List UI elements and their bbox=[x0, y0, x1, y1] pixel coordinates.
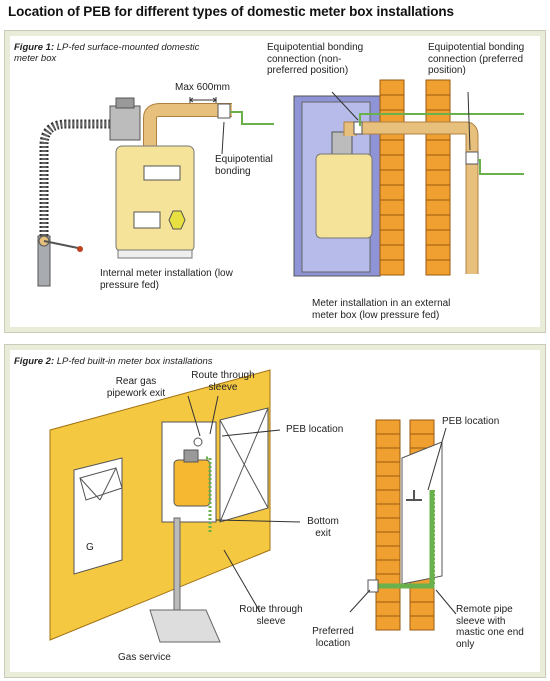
figure-2-caption: Figure 2: LP-fed built-in meter box inst… bbox=[14, 356, 213, 367]
figure-1-panel: Figure 1: LP-fed surface-mounted domesti… bbox=[4, 30, 546, 333]
gas-service-label: Gas service bbox=[118, 652, 171, 663]
figure-2-panel: Figure 2: LP-fed built-in meter box inst… bbox=[4, 344, 546, 678]
built-in-gas-meter bbox=[173, 459, 211, 507]
bonding-clamp bbox=[217, 103, 231, 119]
regulator bbox=[109, 105, 141, 141]
figure-1-canvas: Figure 1: LP-fed surface-mounted domesti… bbox=[10, 36, 540, 327]
peb-location-right-label: PEB location bbox=[442, 416, 500, 427]
gas-meter bbox=[115, 145, 195, 253]
remote-sleeve-label: Remote pipe sleeve with mastic one end o… bbox=[456, 604, 524, 650]
figure-1-caption: Figure 1: LP-fed surface-mounted domesti… bbox=[14, 42, 200, 64]
figure-2-canvas: Figure 2: LP-fed built-in meter box inst… bbox=[10, 350, 540, 672]
bonding-wire bbox=[230, 111, 274, 125]
max-distance-label: Max 600mm bbox=[175, 82, 231, 93]
figure-2-illustration bbox=[49, 369, 457, 643]
figure-1-illustration bbox=[37, 79, 524, 287]
equipotential-bonding-label: Equipotential bonding bbox=[215, 154, 273, 177]
brick-wall-1 bbox=[379, 79, 451, 276]
internal-meter-caption: Internal meter installation (low pressur… bbox=[100, 268, 233, 291]
cabinet-letter: G bbox=[86, 542, 94, 553]
external-gas-meter bbox=[315, 153, 373, 239]
preferred-location-label: Preferred location bbox=[312, 626, 354, 649]
rear-gas-label: Rear gas pipework exit bbox=[106, 376, 166, 399]
bonding-wire-ext bbox=[359, 113, 524, 126]
non-preferred-label: Equipotential bonding connection (non-pr… bbox=[267, 42, 364, 76]
route-sleeve-bottom-label: Route through sleeve bbox=[239, 604, 303, 627]
rear-gas-exit-icon bbox=[193, 437, 203, 447]
gas-service-pipe bbox=[173, 517, 181, 619]
preferred-label: Equipotential bonding connection (prefer… bbox=[428, 42, 525, 76]
route-sleeve-top-label: Route through sleeve bbox=[191, 370, 255, 393]
sleeve-route bbox=[206, 456, 212, 532]
section-pipe bbox=[406, 490, 422, 501]
external-meter-caption: Meter installation in an external meter … bbox=[312, 298, 451, 321]
page-title: Location of PEB for different types of d… bbox=[8, 4, 454, 19]
bottom-exit-label: Bottom exit bbox=[307, 516, 339, 539]
flexible-hose bbox=[39, 119, 110, 236]
peb-location-left-label: PEB location bbox=[286, 424, 344, 435]
